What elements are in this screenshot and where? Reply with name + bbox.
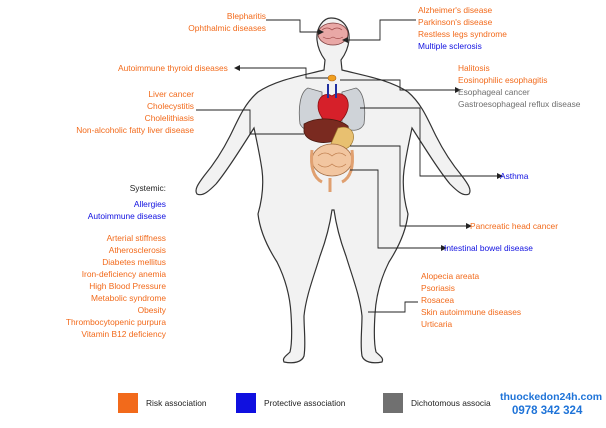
label-nafld: Non-alcoholic fatty liver disease — [76, 125, 194, 135]
label-multiple-sclerosis: Multiple sclerosis — [418, 41, 482, 51]
label-blepharitis: Blepharitis — [226, 11, 266, 21]
brain-right-labels: Alzheimer's disease Parkinson's disease … — [418, 4, 507, 52]
label-skin-autoimmune: Skin autoimmune diseases — [421, 307, 522, 317]
label-obesity: Obesity — [137, 305, 166, 315]
systemic-title: Systemic: — [129, 183, 166, 193]
label-urticaria: Urticaria — [421, 319, 453, 329]
label-pancreatic-head-cancer: Pancreatic head cancer — [470, 221, 558, 231]
label-alopecia-areata: Alopecia areata — [421, 271, 480, 281]
legend-swatch-protective — [236, 393, 256, 413]
label-intestinal-bowel-disease: Intestinal bowel disease — [444, 243, 533, 253]
label-diabetes-mellitus: Diabetes mellitus — [102, 257, 166, 267]
label-esophageal-cancer: Esophageal cancer — [458, 87, 530, 97]
label-cholecystitis: Cholecystitis — [146, 101, 194, 111]
label-thrombocytopenic-purpura: Thrombocytopenic purpura — [65, 317, 166, 327]
label-liver-cancer: Liver cancer — [148, 89, 194, 99]
label-rosacea: Rosacea — [421, 295, 455, 305]
label-cholelithiasis: Cholelithiasis — [144, 113, 194, 123]
label-vitamin-b12-deficiency: Vitamin B12 deficiency — [81, 329, 166, 339]
brain — [317, 22, 349, 46]
label-parkinsons: Parkinson's disease — [418, 17, 493, 27]
label-eosinophilic-esophagitis: Eosinophilic esophagitis — [458, 75, 548, 85]
label-alzheimers: Alzheimer's disease — [418, 5, 493, 15]
body-outline — [195, 17, 471, 364]
watermark-site: thuockedon24h.com — [500, 391, 603, 403]
label-halitosis: Halitosis — [458, 63, 490, 73]
label-psoriasis: Psoriasis — [421, 283, 455, 293]
label-gerd: Gastroesophageal reflux disease — [458, 99, 581, 109]
liver-labels: Liver cancer Cholecystitis Cholelithiasi… — [76, 88, 194, 136]
legend-swatch-risk — [118, 393, 138, 413]
legend-risk: Risk association — [146, 398, 207, 408]
label-arterial-stiffness: Arterial stiffness — [106, 233, 166, 243]
legend-dichotomous: Dichotomous associa — [411, 398, 491, 408]
label-high-blood-pressure: High Blood Pressure — [89, 281, 166, 291]
legend-protective: Protective association — [264, 398, 346, 408]
legend-swatch-dichotomous — [383, 393, 403, 413]
label-restless-legs: Restless legs syndrome — [418, 29, 507, 39]
brain-left-labels: Blepharitis Ophthalmic diseases — [188, 10, 266, 34]
esophagus-labels: Halitosis Eosinophilic esophagitis Esoph… — [458, 62, 580, 110]
watermark-phone: 0978 342 324 — [512, 405, 583, 417]
intestines — [311, 143, 353, 177]
systemic-labels: Systemic: Allergies Autoimmune disease A… — [66, 182, 166, 340]
label-allergies: Allergies — [133, 199, 166, 209]
label-metabolic-syndrome: Metabolic syndrome — [91, 293, 166, 303]
label-ophthalmic-diseases: Ophthalmic diseases — [188, 23, 266, 33]
label-asthma: Asthma — [500, 171, 529, 181]
thyroid — [327, 74, 337, 82]
label-atherosclerosis: Atherosclerosis — [108, 245, 166, 255]
skin-labels: Alopecia areata Psoriasis Rosacea Skin a… — [421, 270, 521, 330]
label-autoimmune-thyroid: Autoimmune thyroid diseases — [118, 63, 228, 73]
label-iron-deficiency-anemia: Iron-deficiency anemia — [81, 269, 166, 279]
label-autoimmune-disease: Autoimmune disease — [87, 211, 166, 221]
